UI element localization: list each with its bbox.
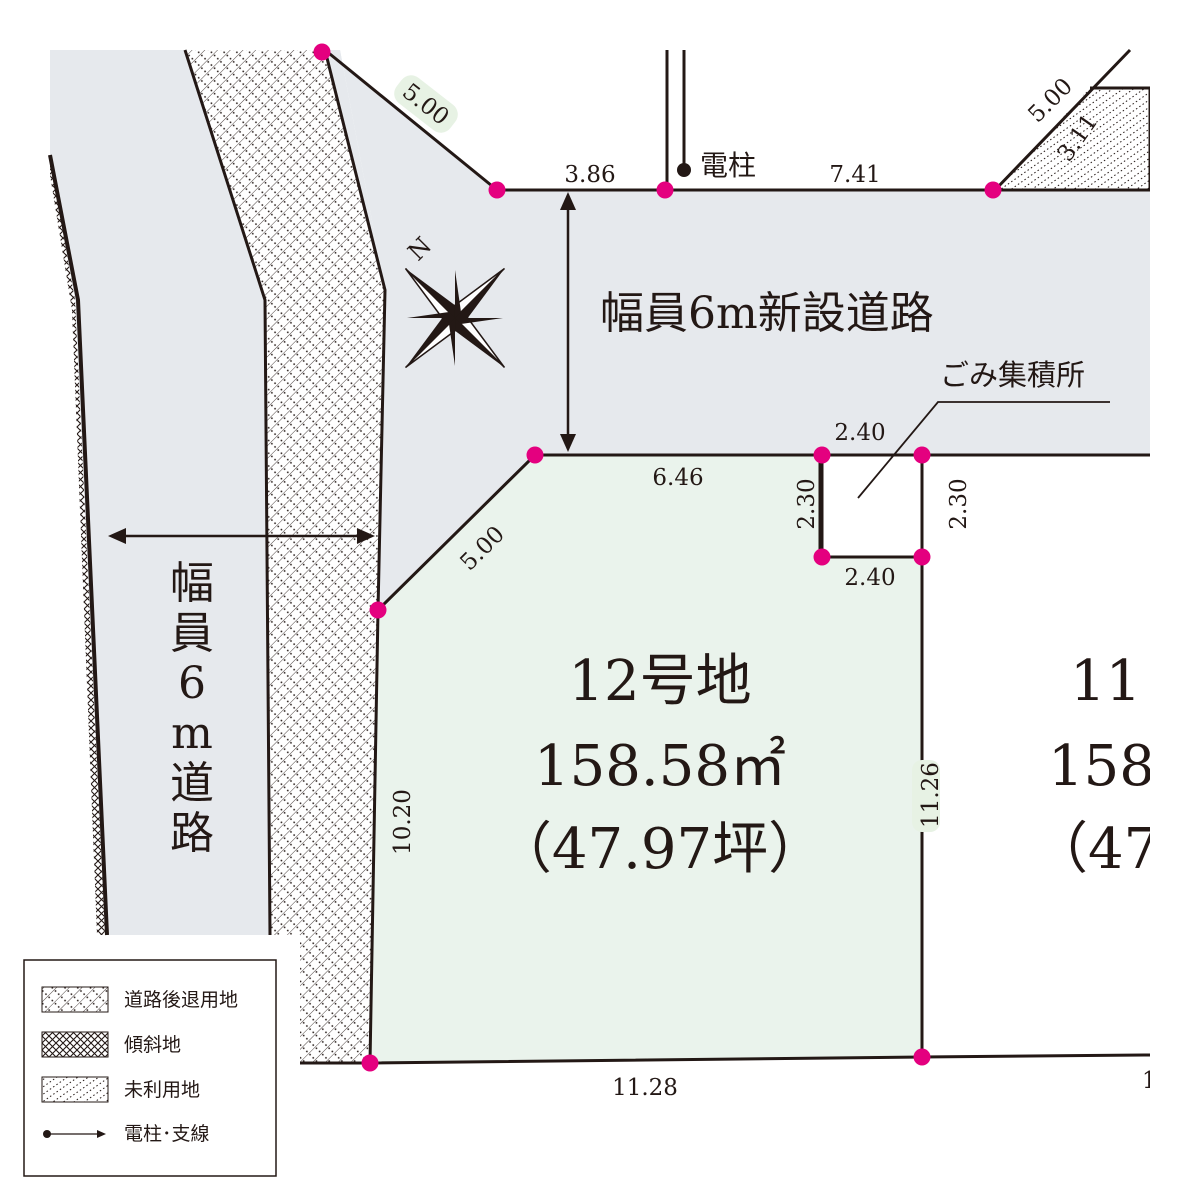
new-road-label: 幅員6m新設道路 bbox=[600, 288, 934, 339]
boundary-marker bbox=[656, 181, 674, 199]
legend-label-unused: 未利用地 bbox=[124, 1079, 200, 1101]
lot-12-area: 158.58㎡ bbox=[534, 734, 786, 799]
lot-12-tsubo: （47.97坪） bbox=[496, 817, 824, 882]
dim-trash-left: 2.30 bbox=[794, 478, 820, 529]
dim-top-left-road: 3.86 bbox=[564, 162, 615, 188]
dim-top-right-road: 7.41 bbox=[829, 162, 880, 188]
side-road-label-char: 幅 bbox=[170, 558, 214, 609]
boundary-marker bbox=[913, 548, 931, 566]
lot-11-label: 11 158 （47. bbox=[1032, 649, 1177, 882]
road-width-arrows bbox=[108, 192, 576, 544]
unused-zone-top-right bbox=[995, 88, 1150, 190]
side-road-label-char: m bbox=[171, 708, 213, 759]
dim-lot-left: 10.20 bbox=[390, 789, 416, 855]
side-road-label-char: 員 bbox=[170, 608, 214, 659]
dim-badge-lot-right bbox=[912, 760, 940, 832]
pole-line-arrow-icon bbox=[43, 1130, 106, 1138]
legend-swatch-setback bbox=[41, 986, 109, 1013]
lot-11-title: 11 bbox=[1070, 649, 1141, 714]
boundary-marker bbox=[313, 43, 331, 61]
slope-zone bbox=[50, 160, 105, 935]
trash-area[interactable] bbox=[820, 453, 924, 559]
dim-badge-top-diag bbox=[394, 75, 458, 133]
boundary-marker bbox=[526, 446, 544, 464]
slope-zone-edge bbox=[48, 154, 109, 936]
legend-label-pole: 電柱･支線 bbox=[124, 1123, 210, 1145]
utility-pole-label: 電柱 bbox=[700, 149, 756, 182]
dim-trash-bottom: 2.40 bbox=[844, 565, 895, 591]
lot-12-label: 12号地 158.58㎡ （47.97坪） bbox=[496, 649, 824, 882]
boundary-marker bbox=[369, 601, 387, 619]
dim-trash-top: 2.40 bbox=[834, 420, 885, 446]
legend: 道路後退用地 傾斜地 未利用地 電柱･支線 bbox=[23, 959, 277, 1177]
legend-label-setback: 道路後退用地 bbox=[124, 989, 238, 1011]
right-edge-mask bbox=[1150, 0, 1200, 1200]
dim-lot-bottom: 11.28 bbox=[612, 1075, 678, 1101]
boundary-markers bbox=[313, 43, 1002, 1072]
compass-icon bbox=[404, 267, 506, 369]
boundary-marker bbox=[984, 181, 1002, 199]
dim-lot-top: 6.46 bbox=[652, 465, 703, 491]
boundary-marker bbox=[813, 548, 831, 566]
legend-swatch-slope bbox=[41, 1031, 109, 1058]
side-road-label-char: 6 bbox=[178, 658, 206, 709]
side-road-label-char: 路 bbox=[170, 808, 214, 859]
side-road-label-char: 道 bbox=[170, 758, 214, 809]
lot-11-tsubo: （47. bbox=[1032, 817, 1177, 882]
lot-12-title: 12号地 bbox=[568, 649, 751, 714]
legend-label-slope: 傾斜地 bbox=[124, 1034, 181, 1056]
boundary-marker bbox=[813, 446, 831, 464]
boundary-marker bbox=[361, 1054, 379, 1072]
trash-area-label: ごみ集積所 bbox=[940, 358, 1085, 392]
lot-11-area: 158 bbox=[1048, 734, 1155, 799]
legend-swatch-unused bbox=[41, 1076, 109, 1103]
boundary-lines bbox=[183, 48, 1152, 1065]
setback-zone bbox=[185, 50, 385, 1063]
dim-lot-right: 11.26 bbox=[918, 762, 944, 828]
side-road-surface bbox=[50, 50, 270, 935]
boundary-marker bbox=[913, 446, 931, 464]
dim-trash-right: 2.30 bbox=[946, 478, 972, 529]
boundary-marker bbox=[488, 181, 506, 199]
trash-area-leader bbox=[857, 401, 1110, 499]
utility-pole-marker bbox=[677, 163, 691, 177]
boundary-marker bbox=[913, 1048, 931, 1066]
hatched-zones bbox=[48, 50, 1150, 1063]
